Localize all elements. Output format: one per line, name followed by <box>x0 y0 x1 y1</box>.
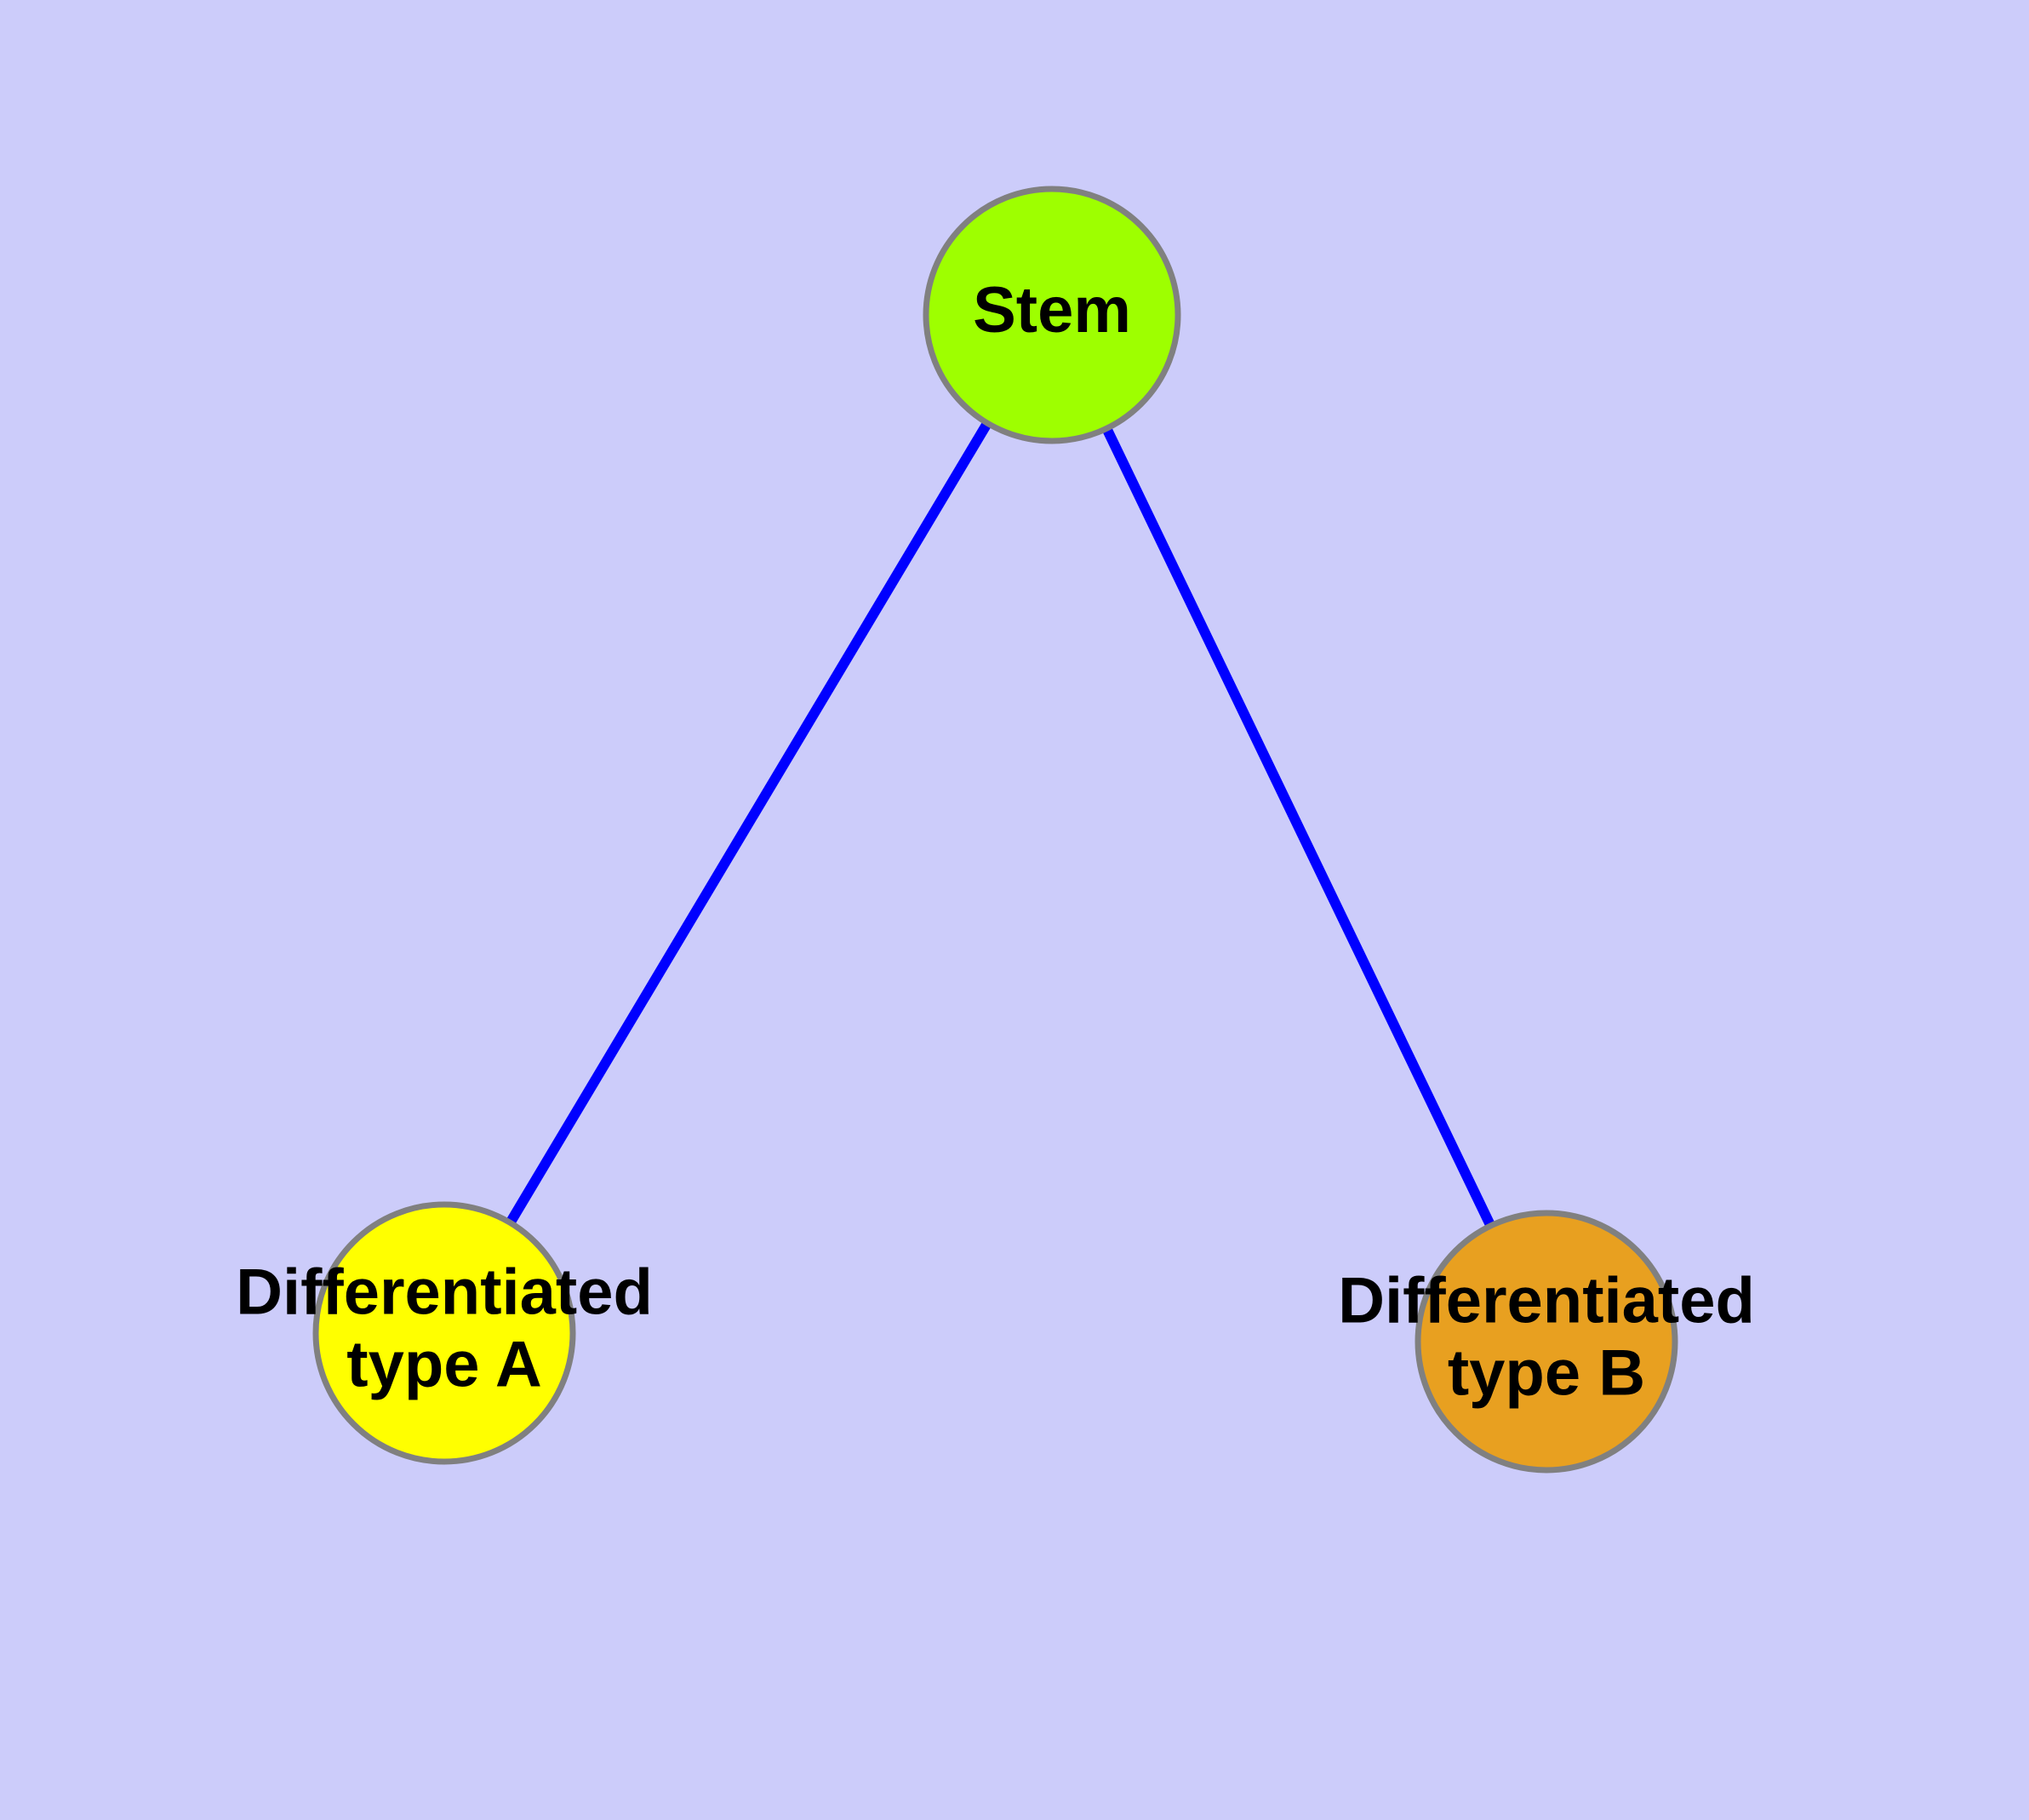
graph-node-label-line: Stem <box>973 274 1131 346</box>
graph-node-label-line: type A <box>346 1329 541 1401</box>
graph-node-diff_a[interactable] <box>312 1201 576 1465</box>
edges-layer <box>504 417 1497 1232</box>
nodes-layer <box>312 186 1678 1474</box>
graph-node-stem[interactable] <box>923 186 1181 444</box>
graph-node-label-line: type B <box>1448 1337 1645 1410</box>
graph-node-label-line: Differentiated <box>1338 1265 1755 1337</box>
graph-node-label-line: Differentiated <box>236 1256 653 1329</box>
graph-edge[interactable] <box>504 417 994 1228</box>
graph-node-diff_b[interactable] <box>1415 1210 1678 1474</box>
graph-node-label-stem: Stem <box>973 274 1131 346</box>
graph-edge[interactable] <box>1100 423 1497 1232</box>
